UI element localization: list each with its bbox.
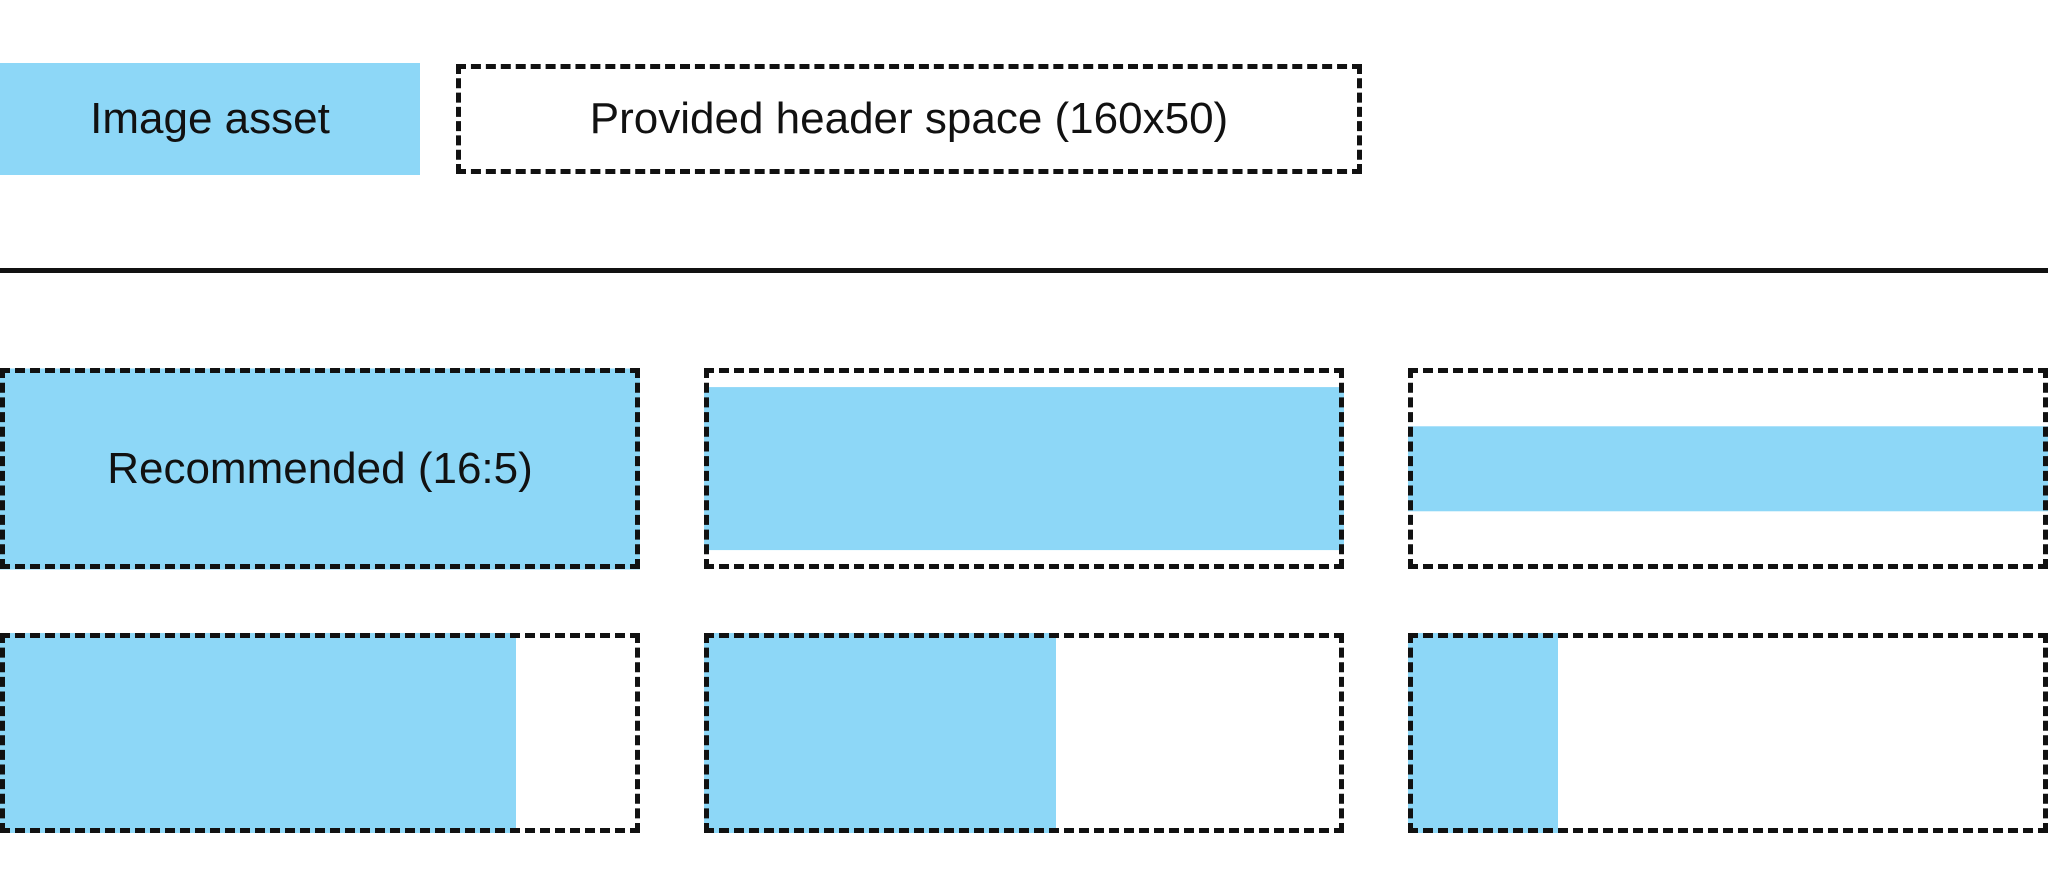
image-asset-fill — [704, 386, 1344, 551]
example-cell-full-height-medium — [704, 633, 1344, 833]
example-cell-recommended: Recommended (16:5) — [0, 368, 640, 569]
header-space-dashed-border — [704, 633, 1344, 833]
example-cell-full-width-shorter — [704, 368, 1344, 569]
header-space-dashed-border — [0, 368, 640, 569]
legend-image-asset-swatch: Image asset — [0, 63, 420, 175]
example-cell-full-height-wide — [0, 633, 640, 833]
legend-image-asset-label: Image asset — [90, 94, 330, 143]
header-space-dashed-border — [704, 368, 1344, 569]
example-cell-full-width-band — [1408, 368, 2048, 569]
header-space-dashed-border — [1408, 633, 2048, 833]
image-asset-fill — [704, 633, 1056, 833]
example-cell-full-height-narrow — [1408, 633, 2048, 833]
recommended-label: Recommended (16:5) — [107, 443, 533, 493]
header-space-dashed-border — [0, 633, 640, 833]
header-space-dashed-border — [1408, 368, 2048, 569]
divider-line — [0, 268, 2048, 273]
legend-header-space-box: Provided header space (160x50) — [456, 64, 1362, 174]
image-asset-fill — [0, 368, 640, 569]
image-asset-fill — [1408, 633, 1559, 833]
image-asset-fill — [1408, 425, 2048, 512]
image-asset-fill — [0, 633, 516, 833]
legend-header-space-label: Provided header space (160x50) — [589, 94, 1229, 143]
